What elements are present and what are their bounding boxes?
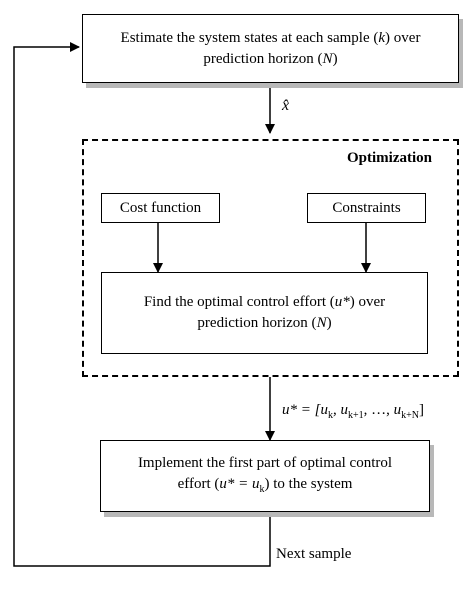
constraints-box: Constraints xyxy=(307,193,426,223)
estimate-line1-text: Estimate the system states at each sampl… xyxy=(120,29,379,46)
next-sample-label: Next sample xyxy=(276,546,352,562)
horizon-variable: N xyxy=(316,315,327,331)
state-estimate-label: x̂ xyxy=(282,97,290,114)
find-line2-suffix: ) xyxy=(326,315,332,331)
constraints-label: Constraints xyxy=(332,199,401,216)
implement-line1-text: Implement the first part of optimal cont… xyxy=(137,454,393,471)
implement-control-box: Implement the first part of optimal cont… xyxy=(100,440,430,512)
estimate-line2-text: prediction horizon ( xyxy=(203,50,323,67)
sample-variable: k xyxy=(378,29,386,46)
estimate-line1-suffix: ) over xyxy=(385,29,421,46)
optimization-group xyxy=(82,139,459,377)
first-control-subscript: k xyxy=(259,483,265,495)
cost-function-label: Cost function xyxy=(119,199,202,216)
find-line1-text: Find the optimal control effort ( xyxy=(143,294,335,310)
implement-line2-suffix: ) to the system xyxy=(264,475,353,492)
first-control-equation: u* = u xyxy=(219,475,260,492)
horizon-variable: N xyxy=(322,50,333,67)
optimization-title: Optimization xyxy=(347,150,432,166)
optimal-control-variable: u* xyxy=(334,294,350,310)
find-optimal-control-box: Find the optimal control effort (u*) ove… xyxy=(101,272,428,354)
estimate-states-box: Estimate the system states at each sampl… xyxy=(82,14,459,83)
estimate-line2-suffix: ) xyxy=(332,50,338,67)
implement-line2-text: effort ( xyxy=(177,475,220,492)
find-line1-suffix: ) over xyxy=(349,294,386,310)
optimal-control-sequence-label: u* = [uk, uk+1, …, uk+N] xyxy=(282,402,424,421)
feedback-loop-line xyxy=(13,42,271,567)
find-line2-text: prediction horizon ( xyxy=(197,315,317,331)
cost-function-box: Cost function xyxy=(101,193,220,223)
